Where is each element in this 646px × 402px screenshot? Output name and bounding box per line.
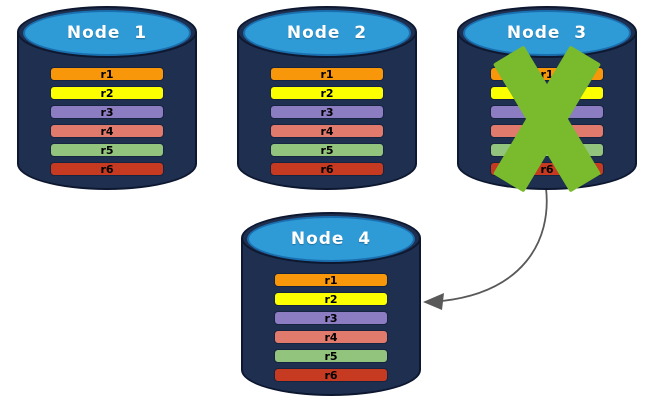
- failover-arrow-curve: [441, 187, 548, 302]
- row-bar: r5: [274, 349, 388, 363]
- cylinder-top: Node 2: [243, 10, 411, 56]
- row-label: r1: [100, 67, 114, 81]
- cross-out-x-icon: [457, 6, 637, 193]
- row-bar: r6: [270, 162, 384, 176]
- row-bar: r4: [270, 124, 384, 138]
- cylinder-top: Node 3: [463, 10, 631, 56]
- row-label: r4: [320, 124, 334, 138]
- node-label: Node 2: [286, 23, 368, 43]
- row-bar: r6: [50, 162, 164, 176]
- row-label: r5: [324, 349, 338, 363]
- row-label: r1: [320, 67, 334, 81]
- row-bar: r3: [274, 311, 388, 325]
- row-stack: r1 r2 r3 r4 r5 r6: [270, 67, 384, 176]
- row-label: r2: [100, 86, 114, 100]
- row-bar: r4: [50, 124, 164, 138]
- row-bar: r1: [274, 273, 388, 287]
- row-stack: r1 r2 r3 r4 r5 r6: [50, 67, 164, 176]
- row-label: r5: [320, 143, 334, 157]
- row-label: r2: [320, 86, 334, 100]
- row-label: r4: [324, 330, 338, 344]
- row-bar: r5: [50, 143, 164, 157]
- row-bar: r2: [270, 86, 384, 100]
- cylinder-top: Node 1: [23, 10, 191, 56]
- row-bar: r3: [50, 105, 164, 119]
- row-label: r6: [100, 162, 114, 176]
- row-label: r2: [324, 292, 338, 306]
- row-label: r5: [100, 143, 114, 157]
- row-bar: r2: [50, 86, 164, 100]
- row-label: r4: [100, 124, 114, 138]
- row-bar: r6: [274, 368, 388, 382]
- row-bar: r3: [270, 105, 384, 119]
- node-label: Node 3: [506, 23, 588, 43]
- node-label: Node 1: [66, 23, 148, 43]
- row-label: r6: [540, 162, 554, 176]
- db-node: Node 4 r1 r2 r3 r4 r5 r6: [241, 212, 421, 396]
- row-label: r6: [320, 162, 334, 176]
- row-label: r1: [540, 67, 554, 81]
- db-node: Node 1 r1 r2 r3 r4 r5 r6: [17, 6, 197, 190]
- failover-arrowhead-icon: [423, 293, 444, 310]
- row-bar: r4: [274, 330, 388, 344]
- cylinder-top: Node 4: [247, 216, 415, 262]
- row-bar: r1: [50, 67, 164, 81]
- row-stack: r1 r2 r3 r4 r5 r6: [274, 273, 388, 382]
- row-label: r1: [324, 273, 338, 287]
- db-node: Node 2 r1 r2 r3 r4 r5 r6: [237, 6, 417, 190]
- row-bar: r2: [274, 292, 388, 306]
- row-label: r6: [324, 368, 338, 382]
- node-label: Node 4: [290, 229, 372, 249]
- row-bar: r5: [270, 143, 384, 157]
- row-label: r3: [100, 105, 114, 119]
- row-label: r3: [320, 105, 334, 119]
- row-label: r3: [324, 311, 338, 325]
- row-bar: r1: [270, 67, 384, 81]
